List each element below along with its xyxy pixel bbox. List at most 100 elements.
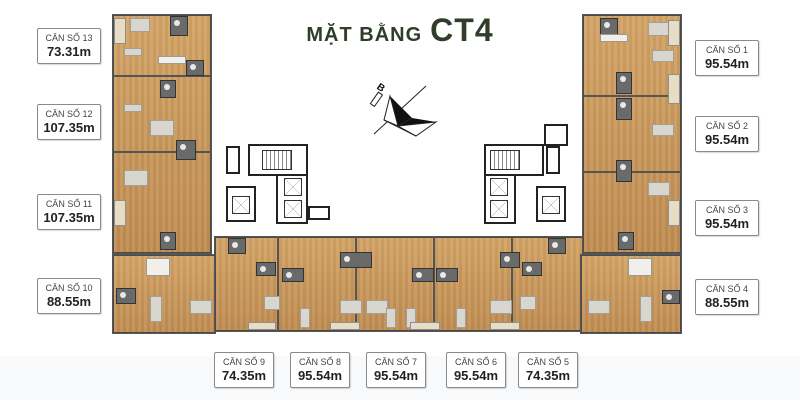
unit-label-1[interactable]: CĂN SỐ 1 95.54m bbox=[695, 40, 759, 76]
stair-icon bbox=[262, 150, 292, 170]
balcony bbox=[490, 322, 520, 330]
bed-icon bbox=[648, 22, 670, 36]
unit-name: CĂN SỐ 4 bbox=[705, 284, 748, 294]
unit-3-plan[interactable] bbox=[582, 172, 682, 254]
bathroom-icon bbox=[176, 140, 196, 160]
bathroom-icon bbox=[500, 252, 520, 268]
north-arrow-compass-icon: B bbox=[369, 82, 438, 137]
unit-label-9[interactable]: CĂN SỐ 9 74.35m bbox=[214, 352, 274, 388]
unit-area: 107.35m bbox=[43, 120, 95, 135]
bathroom-icon bbox=[228, 238, 246, 254]
unit-area: 88.55m bbox=[704, 295, 750, 310]
elevator-icon bbox=[490, 200, 508, 218]
unit-12-plan[interactable] bbox=[112, 76, 212, 152]
bathroom-icon bbox=[436, 268, 458, 282]
bathroom-icon bbox=[616, 72, 632, 94]
bathroom-icon bbox=[160, 232, 176, 250]
unit-name: CĂN SỐ 12 bbox=[45, 109, 93, 119]
unit-name: CĂN SỐ 7 bbox=[374, 357, 417, 367]
bed-icon bbox=[124, 170, 148, 186]
sofa-icon bbox=[124, 48, 142, 56]
elevator-icon bbox=[542, 196, 560, 214]
unit-label-3[interactable]: CĂN SỐ 3 95.54m bbox=[695, 200, 759, 236]
title-building: CT4 bbox=[430, 12, 494, 48]
sofa-icon bbox=[340, 300, 362, 314]
unit-13-plan[interactable] bbox=[112, 14, 212, 76]
unit-area: 107.35m bbox=[43, 210, 95, 225]
page-title: MẶT BẰNG CT4 bbox=[300, 12, 500, 48]
unit-name: CĂN SỐ 5 bbox=[526, 357, 569, 367]
bathroom-icon bbox=[618, 232, 634, 250]
dining-table-icon bbox=[300, 308, 310, 328]
bed-icon bbox=[150, 120, 174, 136]
sofa-icon bbox=[652, 50, 674, 62]
unit-area: 73.31m bbox=[46, 44, 92, 59]
unit-9-plan[interactable] bbox=[214, 236, 278, 332]
unit-area: 95.54m bbox=[297, 368, 343, 383]
unit-name: CĂN SỐ 10 bbox=[45, 283, 93, 293]
unit-label-4[interactable]: CĂN SỐ 4 88.55m bbox=[695, 279, 759, 315]
balcony bbox=[248, 322, 276, 330]
unit-label-6[interactable]: CĂN SỐ 6 95.54m bbox=[446, 352, 506, 388]
unit-name: CĂN SỐ 13 bbox=[45, 33, 93, 43]
sofa-icon bbox=[124, 104, 142, 112]
elevator-icon bbox=[284, 200, 302, 218]
balcony bbox=[668, 200, 680, 226]
unit-area: 88.55m bbox=[46, 294, 92, 309]
unit-6-plan[interactable] bbox=[434, 236, 512, 332]
sofa-icon bbox=[190, 300, 212, 314]
unit-2-plan[interactable] bbox=[582, 96, 682, 172]
bathroom-icon bbox=[186, 60, 204, 76]
sofa-icon bbox=[490, 300, 512, 314]
sofa-icon bbox=[652, 124, 674, 136]
bathroom-icon bbox=[616, 98, 632, 120]
top-band bbox=[0, 0, 800, 16]
bathroom-icon bbox=[116, 288, 136, 304]
unit-area: 95.54m bbox=[453, 368, 499, 383]
right-technical-room bbox=[546, 146, 560, 174]
left-trash-room bbox=[308, 206, 330, 220]
balcony bbox=[330, 322, 360, 330]
dining-table-icon bbox=[386, 308, 396, 328]
unit-label-12[interactable]: CĂN SỐ 12 107.35m bbox=[37, 104, 101, 140]
balcony bbox=[114, 18, 126, 44]
balcony bbox=[114, 200, 126, 226]
sofa-icon bbox=[588, 300, 610, 314]
dining-table-icon bbox=[150, 296, 162, 322]
balcony bbox=[410, 322, 440, 330]
bathroom-icon bbox=[256, 262, 276, 276]
title-prefix: MẶT BẰNG bbox=[306, 24, 423, 46]
unit-8-plan[interactable] bbox=[278, 236, 356, 332]
unit-area: 95.54m bbox=[704, 56, 750, 71]
unit-name: CĂN SỐ 3 bbox=[705, 205, 748, 215]
bathroom-icon bbox=[340, 252, 372, 268]
kitchen-icon bbox=[600, 34, 628, 42]
bed-icon bbox=[130, 18, 150, 32]
unit-area: 95.54m bbox=[704, 132, 750, 147]
right-trash-room bbox=[544, 124, 568, 146]
unit-label-5[interactable]: CĂN SỐ 5 74.35m bbox=[518, 352, 578, 388]
unit-11-plan[interactable] bbox=[112, 152, 212, 254]
elevator-icon bbox=[490, 178, 508, 196]
unit-1-plan[interactable] bbox=[582, 14, 682, 96]
unit-label-11[interactable]: CĂN SỐ 11 107.35m bbox=[37, 194, 101, 230]
bathroom-icon bbox=[412, 268, 434, 282]
bathroom-icon bbox=[160, 80, 176, 98]
elevator-icon bbox=[284, 178, 302, 196]
unit-label-8[interactable]: CĂN SỐ 8 95.54m bbox=[290, 352, 350, 388]
unit-label-2[interactable]: CĂN SỐ 2 95.54m bbox=[695, 116, 759, 152]
unit-label-7[interactable]: CĂN SỐ 7 95.54m bbox=[366, 352, 426, 388]
unit-label-10[interactable]: CĂN SỐ 10 88.55m bbox=[37, 278, 101, 314]
bathroom-icon bbox=[522, 262, 542, 276]
unit-name: CĂN SỐ 6 bbox=[454, 357, 497, 367]
kitchen-icon bbox=[158, 56, 186, 64]
elevator-icon bbox=[232, 196, 250, 214]
unit-area: 74.35m bbox=[221, 368, 267, 383]
unit-7-plan[interactable] bbox=[356, 236, 434, 332]
bed-icon bbox=[648, 182, 670, 196]
unit-4-plan[interactable] bbox=[580, 254, 682, 334]
unit-area: 95.54m bbox=[373, 368, 419, 383]
unit-name: CĂN SỐ 2 bbox=[705, 121, 748, 131]
unit-label-13[interactable]: CĂN SỐ 13 73.31m bbox=[37, 28, 101, 64]
bathroom-icon bbox=[662, 290, 680, 304]
